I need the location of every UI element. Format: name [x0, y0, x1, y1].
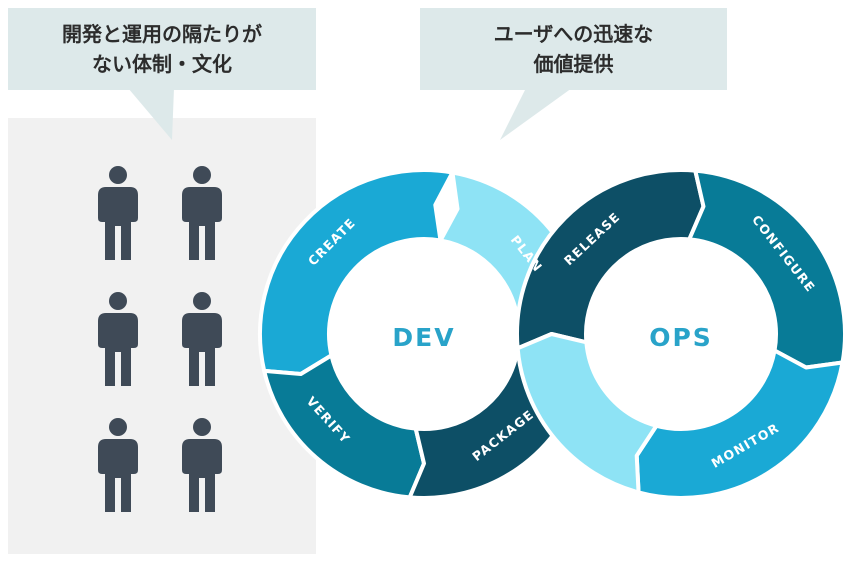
- person-icon: [94, 418, 142, 514]
- release-segment: [515, 168, 706, 351]
- create-segment: [258, 168, 455, 377]
- person-icon: [94, 292, 142, 388]
- ops-label: OPS: [649, 323, 713, 352]
- left-bubble-line1: 開発と運用の隔たりが: [62, 22, 262, 46]
- right-bubble-line2: 価値提供: [533, 52, 614, 76]
- left-bubble-tail: [128, 88, 174, 140]
- right-bubble-line1: ユーザへの迅速な: [493, 22, 654, 46]
- person-icon: [178, 292, 226, 388]
- left-speech-bubble: 開発と運用の隔たりが ない体制・文化: [8, 8, 316, 90]
- monitor-segment: [634, 348, 845, 500]
- right-speech-bubble: ユーザへの迅速な 価値提供: [420, 8, 727, 90]
- left-bubble-line2: ない体制・文化: [92, 52, 232, 76]
- dev-label: DEV: [392, 323, 455, 352]
- person-icon: [178, 166, 226, 262]
- right-bubble-tail: [500, 88, 572, 140]
- person-icon: [178, 418, 226, 514]
- person-icon: [94, 166, 142, 262]
- link-segment: [515, 332, 659, 495]
